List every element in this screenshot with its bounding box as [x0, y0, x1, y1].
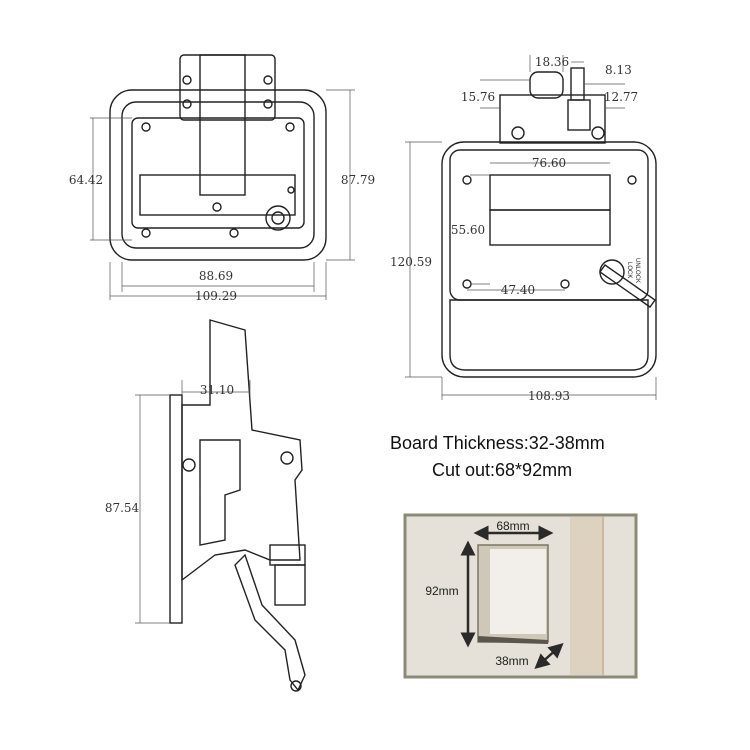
cutout-width-label: 68mm	[496, 519, 529, 533]
total-height-label: 120.59	[390, 255, 432, 269]
lock-label: LOCK	[626, 262, 632, 278]
cut-out-text: Cut out:68*92mm	[432, 460, 572, 480]
cutout-photo: 68mm 92mm 38mm	[403, 513, 638, 679]
rear-view: LOCK UNLOCK 18.36 8.13 15.76 12.77 76.60…	[390, 55, 657, 403]
knob-width-label: 18.36	[535, 55, 569, 69]
front-inner-height-label: 64.42	[69, 173, 103, 187]
key-width-label: 8.13	[605, 63, 632, 77]
handle-width-label: 76.60	[532, 156, 566, 170]
side-height-label: 87.54	[105, 501, 140, 515]
unlock-label: UNLOCK	[634, 258, 640, 283]
front-inner-width-label: 88.69	[199, 269, 233, 283]
front-outer-width-label: 109.29	[195, 289, 237, 303]
front-outer-height-label: 87.79	[341, 173, 375, 187]
front-view: 64.42 87.79 88.69 109.29	[69, 54, 375, 303]
knob-height-label: 15.76	[461, 90, 495, 104]
side-view: 31.10 87.54	[105, 319, 306, 692]
total-width-label: 108.93	[528, 389, 570, 403]
key-height-label: 12.77	[604, 90, 638, 104]
cutout-height-label: 92mm	[425, 584, 458, 598]
hole-spacing-label: 47.40	[501, 283, 535, 297]
board-thickness-text: Board Thickness:32-38mm	[390, 433, 605, 453]
handle-height-label: 55.60	[451, 223, 485, 237]
cutout-depth-label: 38mm	[495, 654, 528, 668]
side-depth-label: 31.10	[200, 383, 234, 397]
